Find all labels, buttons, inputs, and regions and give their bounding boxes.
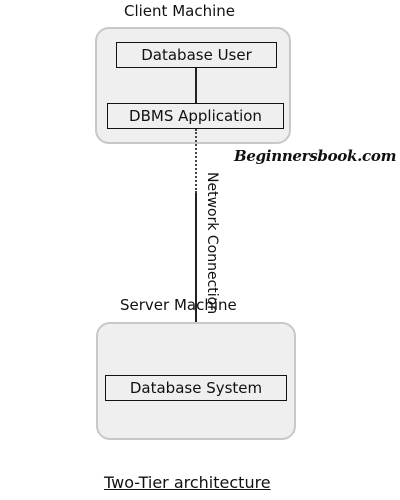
network-connection-line — [195, 193, 197, 375]
server-machine-title: Server Machine — [120, 296, 237, 314]
beginnersbook-watermark: Beginnersbook.com — [234, 147, 397, 165]
network-connection-label: Network Connection — [204, 172, 220, 315]
diagram-caption: Two-Tier architecture — [104, 473, 271, 492]
client-machine-title: Client Machine — [124, 2, 235, 20]
user-to-app-link — [195, 68, 197, 103]
network-connection-dotted-line — [195, 129, 197, 193]
database-system-node: Database System — [105, 375, 287, 401]
dbms-application-node: DBMS Application — [107, 103, 284, 129]
database-user-node: Database User — [116, 42, 277, 68]
